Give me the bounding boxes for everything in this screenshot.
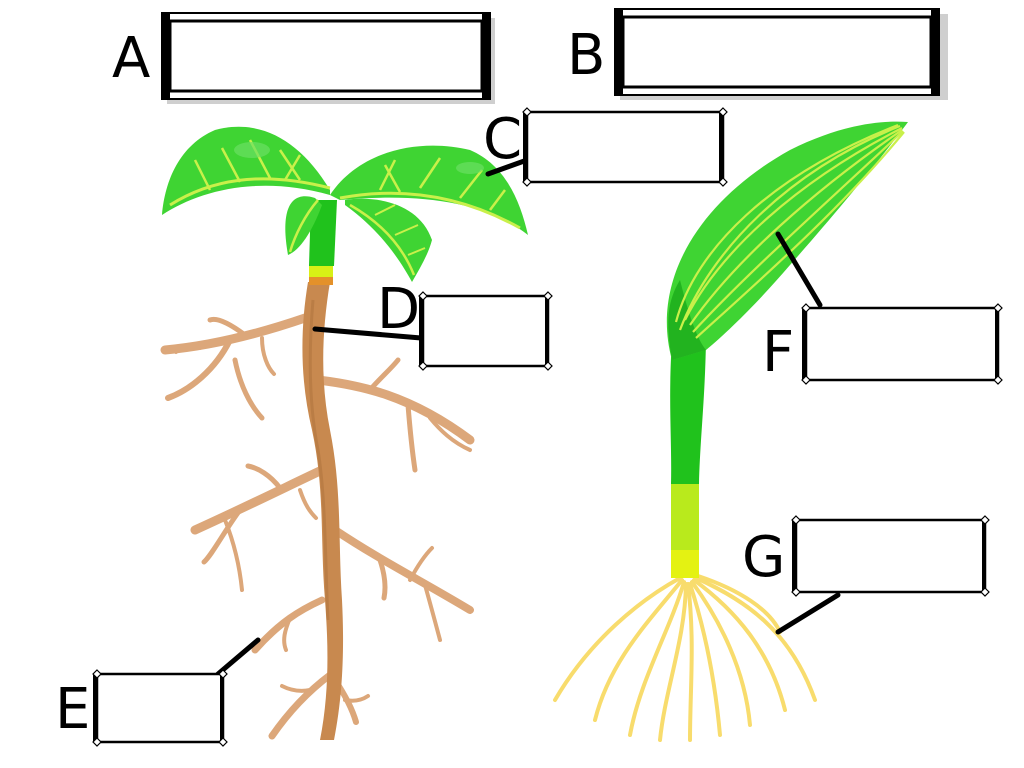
fibrous-roots [553, 574, 817, 742]
monocot-stem-lower-yellow [671, 548, 699, 578]
dicot-plant [160, 126, 528, 740]
letter-c: C [483, 107, 522, 172]
leader-lines [215, 157, 841, 677]
label-box-d [418, 291, 553, 371]
label-box-f [801, 303, 1003, 385]
root-shoot-collar-yellow [309, 264, 333, 277]
monocot-plant [553, 121, 908, 742]
dicot-leaves [162, 126, 528, 282]
lateral-roots [160, 313, 475, 740]
label-box-g [791, 515, 990, 597]
leader-line-g [775, 592, 841, 635]
letter-f: F [762, 320, 794, 385]
monocot-stem-collar [671, 482, 699, 550]
monocot-leaf-veins [674, 123, 905, 339]
monocot-stem [670, 340, 706, 484]
label-box-b [614, 8, 948, 100]
label-box-c [522, 107, 728, 187]
letter-e: E [55, 677, 90, 742]
label-box-e [92, 669, 228, 747]
label-box-a [161, 12, 495, 104]
leader-line-f [775, 231, 823, 308]
letter-g: G [742, 525, 785, 590]
letter-b: B [567, 23, 605, 88]
letter-a: A [112, 26, 150, 91]
leader-line-c [485, 157, 530, 177]
leader-line-e [215, 637, 261, 677]
leader-line-d [312, 326, 424, 341]
letter-d: D [377, 277, 420, 342]
root-shoot-collar-orange [309, 276, 333, 285]
